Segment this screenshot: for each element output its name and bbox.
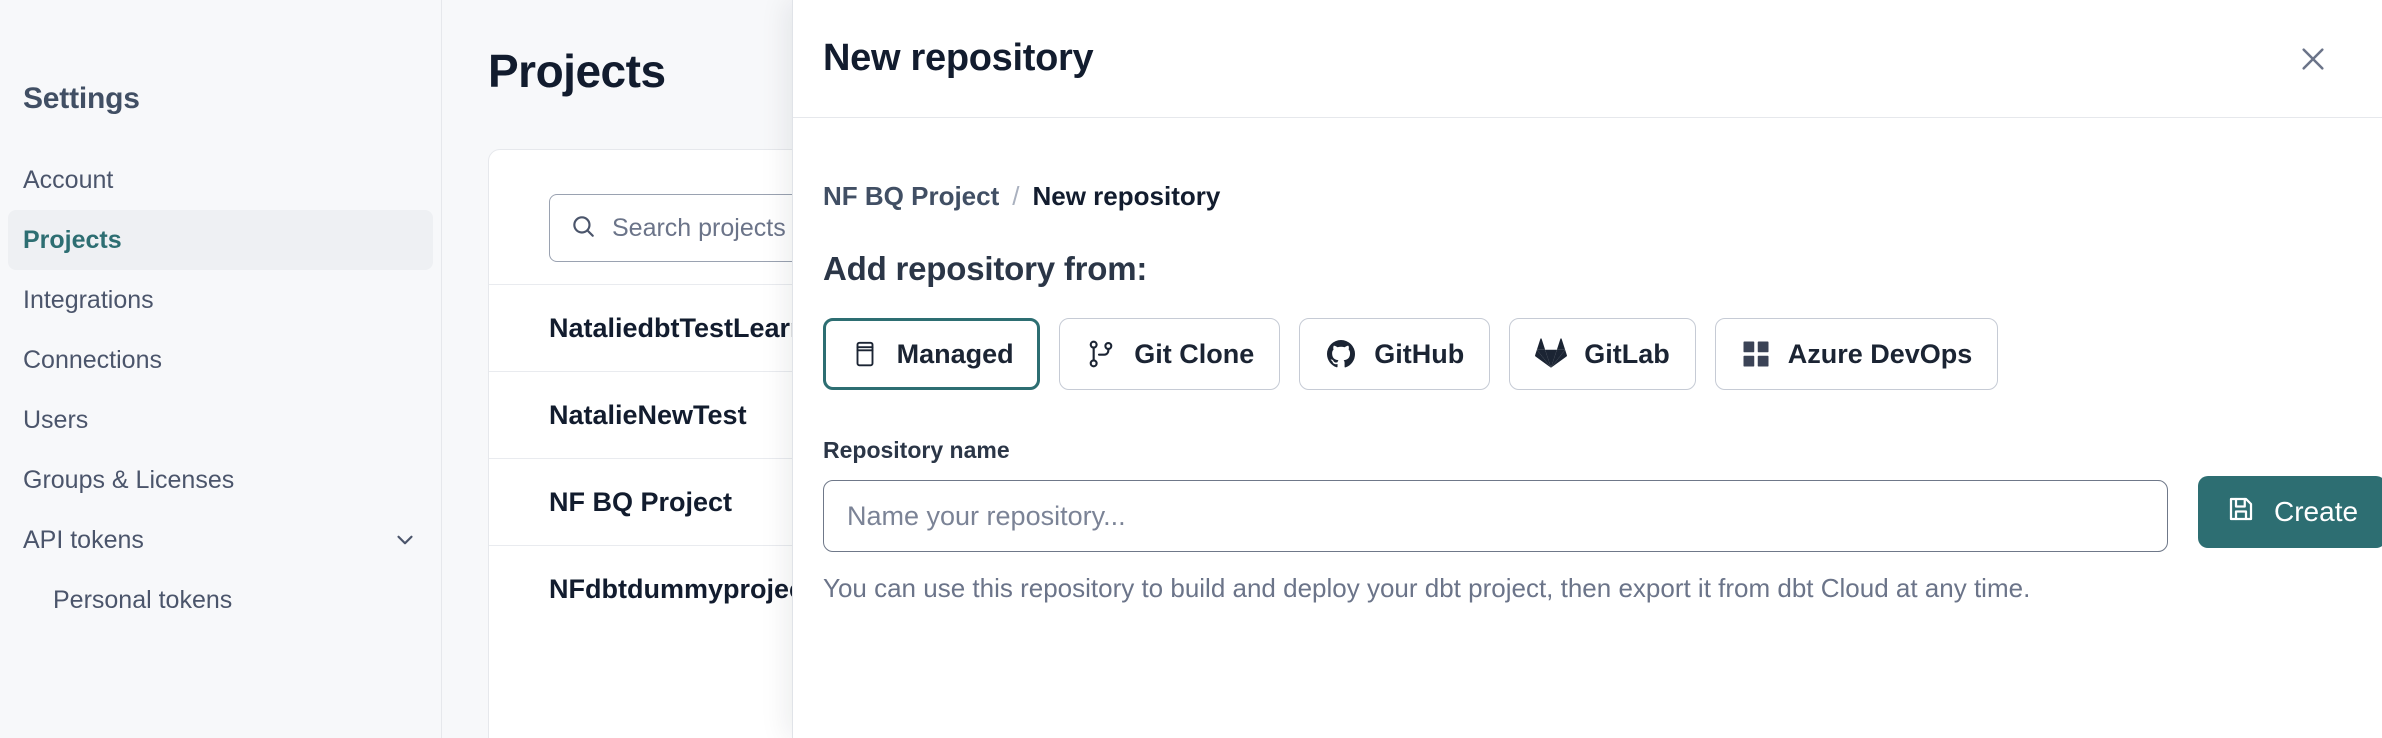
sidebar-item-label: Projects	[23, 225, 122, 254]
chevron-down-icon[interactable]	[392, 527, 418, 553]
repo-type-git-clone-button[interactable]: Git Clone	[1059, 318, 1281, 390]
save-icon	[2226, 494, 2256, 531]
repo-type-gitlab-button[interactable]: GitLab	[1509, 318, 1696, 390]
sidebar-item-label: Connections	[23, 345, 162, 374]
repo-type-label: GitLab	[1584, 338, 1670, 369]
breadcrumb-current: New repository	[1032, 181, 1221, 211]
create-button-label: Create	[2274, 496, 2359, 527]
search-icon	[570, 213, 596, 244]
sidebar-item-label: Groups & Licenses	[23, 465, 235, 494]
create-button[interactable]: Create	[2198, 476, 2382, 548]
sidebar-item-label: Account	[23, 165, 114, 194]
sidebar-item-users[interactable]: Users	[8, 390, 433, 450]
modal-header: New repository	[793, 0, 2382, 118]
repo-type-managed-button[interactable]: Managed	[823, 318, 1041, 390]
repository-type-options: Managed Git Clone GitHub	[823, 318, 2382, 390]
sidebar-title: Settings	[23, 82, 140, 115]
sidebar-item-label: Integrations	[23, 285, 154, 314]
repo-type-label: Git Clone	[1134, 338, 1255, 369]
add-repository-from-label: Add repository from:	[823, 250, 1148, 287]
sidebar-item-integrations[interactable]: Integrations	[8, 270, 433, 330]
sidebar-item-connections[interactable]: Connections	[8, 330, 433, 390]
repo-type-label: Managed	[896, 338, 1014, 369]
repository-name-label: Repository name	[823, 437, 1010, 463]
repository-name-input[interactable]	[823, 480, 2168, 552]
modal-title: New repository	[823, 37, 1094, 79]
sidebar-item-account[interactable]: Account	[8, 150, 433, 210]
repo-type-label: GitHub	[1374, 338, 1465, 369]
gitlab-icon	[1535, 338, 1568, 370]
repo-type-azure-devops-button[interactable]: Azure DevOps	[1714, 318, 1999, 390]
breadcrumb-separator: /	[1012, 181, 1020, 211]
modal-body: NF BQ Project / New repository Add repos…	[793, 118, 2382, 738]
breadcrumb-parent-link[interactable]: NF BQ Project	[823, 181, 1000, 211]
project-name: NFdbtdummyproject	[549, 573, 814, 604]
sidebar-item-label: Users	[23, 405, 89, 434]
project-name: NatalieNewTest	[549, 399, 747, 430]
new-repository-modal: New repository NF BQ Project / New repos…	[792, 0, 2382, 738]
sidebar-item-label: Personal tokens	[53, 585, 233, 614]
journal-icon	[850, 339, 880, 369]
sidebar-item-groups-licenses[interactable]: Groups & Licenses	[8, 450, 433, 510]
project-name: NF BQ Project	[549, 486, 733, 517]
sidebar-item-label: API tokens	[23, 525, 144, 554]
azure-devops-icon	[1741, 339, 1771, 369]
sidebar-item-api-tokens[interactable]: API tokens	[8, 510, 433, 570]
repo-type-github-button[interactable]: GitHub	[1299, 318, 1491, 390]
git-branch-icon	[1085, 338, 1117, 370]
sidebar-item-projects[interactable]: Projects	[8, 210, 433, 270]
github-icon	[1325, 338, 1357, 370]
repository-name-row: Repository name You can use this reposit…	[823, 437, 2382, 604]
repository-help-text: You can use this repository to build and…	[823, 573, 2031, 603]
sidebar-item-personal-tokens[interactable]: Personal tokens	[8, 570, 433, 630]
repository-name-field-group: Repository name You can use this reposit…	[823, 437, 2168, 604]
close-icon[interactable]	[2290, 36, 2336, 82]
repo-type-label: Azure DevOps	[1787, 338, 1973, 369]
breadcrumb: NF BQ Project / New repository	[823, 181, 2382, 212]
page-title: Projects	[488, 45, 666, 97]
